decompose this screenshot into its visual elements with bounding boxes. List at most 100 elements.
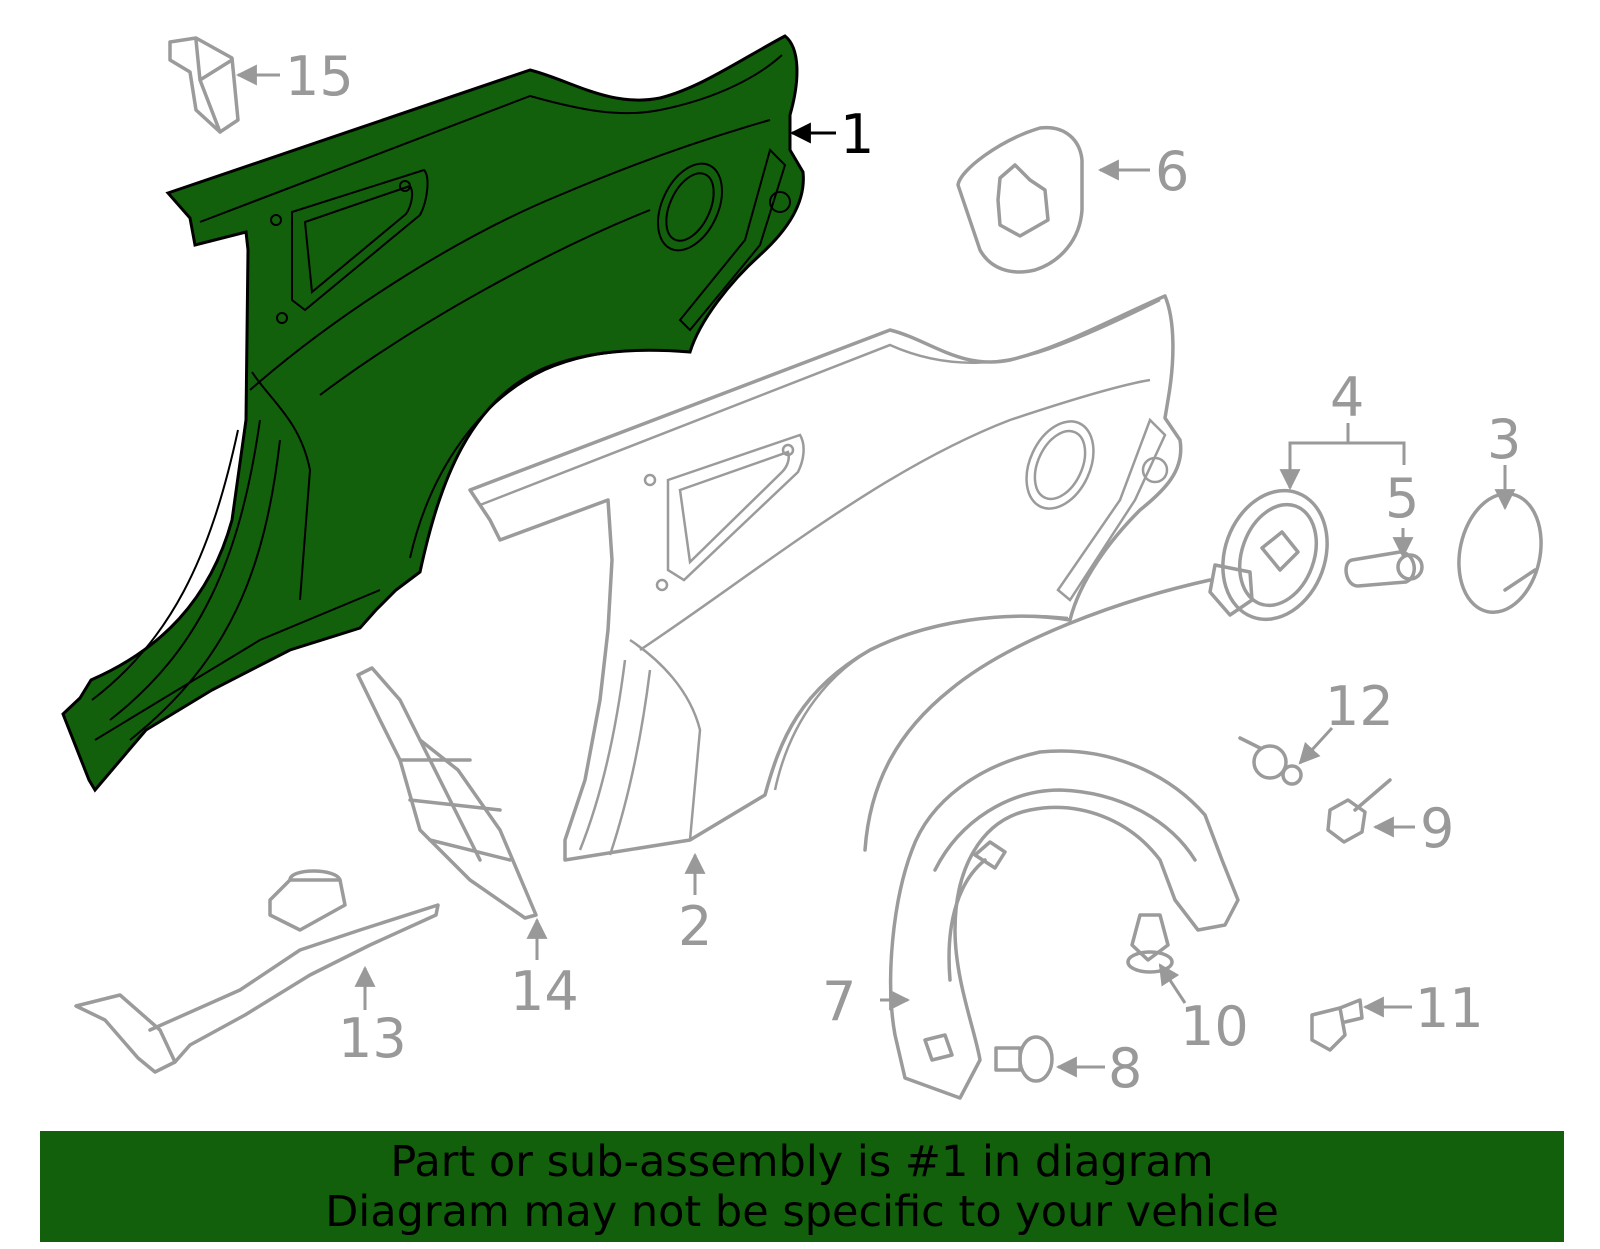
nut (1281, 764, 1303, 786)
tail-pocket (678, 148, 787, 332)
callout-14[interactable]: 14 (510, 960, 579, 1023)
fuel-door-opening (657, 162, 723, 252)
bracket-part-13[interactable] (74, 869, 440, 1074)
pillar-line (129, 439, 281, 741)
callout-3[interactable]: 3 (1487, 408, 1521, 471)
hinge-arm (1208, 563, 1254, 617)
fuel-door-part-3[interactable] (1448, 486, 1551, 620)
bracket-handle (268, 878, 347, 932)
fuel-door-ring (1221, 488, 1329, 622)
pillar-line (91, 429, 239, 701)
mount-hole (270, 214, 282, 226)
banner-line-disclaimer: Diagram may not be specific to your vehi… (325, 1187, 1279, 1237)
callout-4[interactable]: 4 (1330, 366, 1364, 429)
clip-shank (1338, 998, 1364, 1024)
leader-12 (1298, 726, 1334, 765)
leader-4-branch (1348, 441, 1406, 465)
panel-style-line (639, 378, 1151, 652)
bolt-part-8[interactable] (994, 1035, 1054, 1083)
liner-tab (973, 840, 1007, 870)
push-clip-part-10[interactable] (1126, 913, 1174, 974)
callout-6[interactable]: 6 (1155, 140, 1189, 203)
panel-style-line (319, 209, 651, 396)
wheel-arch-line (773, 614, 1069, 791)
callout-9[interactable]: 9 (1420, 797, 1454, 860)
pillar-line (109, 419, 261, 721)
callout-7[interactable]: 7 (822, 970, 856, 1033)
mount-hole (769, 191, 791, 213)
housing-outline (956, 125, 1084, 274)
bolt-shank (994, 1046, 1022, 1072)
liner-rib (933, 788, 1197, 872)
callout-15[interactable]: 15 (285, 45, 354, 108)
bolt-head (1326, 798, 1367, 844)
leader-4 (1279, 423, 1350, 491)
leader-lines (235, 64, 1516, 1078)
brace-part-14[interactable] (356, 666, 538, 920)
bracket-outline (168, 36, 240, 134)
bracket-outline (74, 993, 177, 1074)
quarter-panel-outline (61, 34, 805, 793)
pillar-line (251, 371, 312, 601)
bracket-part-15[interactable] (168, 36, 240, 134)
callout-10[interactable]: 10 (1180, 995, 1249, 1058)
callout-8[interactable]: 8 (1108, 1037, 1142, 1100)
bracket-fold (194, 38, 234, 134)
bolt-shank (1353, 778, 1392, 812)
fuel-door-latch (1260, 530, 1300, 572)
mount-hole (655, 578, 669, 592)
info-banner: Part or sub-assembly is #1 in diagram Di… (40, 1131, 1564, 1242)
clip-body (1310, 1006, 1347, 1052)
mount-hole (276, 312, 288, 324)
mount-hole (399, 180, 411, 192)
bracket-arm (148, 903, 440, 1064)
outer-quarter-panel-part-2[interactable] (468, 294, 1183, 862)
pillar-line (608, 669, 652, 856)
fuel-door-edge (1503, 568, 1537, 592)
outer-panel-outline (468, 294, 1183, 862)
callout-12[interactable]: 12 (1325, 675, 1394, 738)
liner-outline (888, 749, 1240, 1100)
release-cable (863, 578, 1212, 852)
fuel-door-inner (665, 172, 715, 242)
banner-line-part-number: Part or sub-assembly is #1 in diagram (390, 1137, 1214, 1187)
callout-5[interactable]: 5 (1385, 467, 1419, 530)
callout-11[interactable]: 11 (1415, 977, 1484, 1040)
clip-part-11[interactable] (1310, 998, 1364, 1052)
pillar-line (629, 638, 702, 841)
wheelhouse-liner-part-7[interactable] (888, 749, 1240, 1100)
fuel-door-housing-part-6[interactable] (956, 125, 1084, 274)
mount-hole (781, 443, 795, 457)
leader-10 (1158, 963, 1187, 1004)
liner-tab (923, 1033, 954, 1062)
bolt-part-12[interactable] (1238, 736, 1303, 786)
rocker-line (94, 589, 381, 741)
fuel-door-opening (1025, 420, 1095, 510)
liner-rib (947, 858, 987, 982)
actuator-part-5[interactable] (1344, 550, 1424, 588)
bolt-head (1252, 744, 1288, 780)
bolt-shank (1238, 736, 1262, 750)
panel-style-line (199, 54, 783, 223)
fuel-door-cover (1457, 491, 1543, 615)
pillar-line (578, 659, 627, 851)
tail-pocket (1056, 417, 1167, 602)
clip-washer (1126, 950, 1174, 974)
bolt-part-9[interactable] (1326, 778, 1392, 844)
quarter-glass-inner (678, 450, 790, 565)
mount-hole (643, 473, 657, 487)
wheel-arch-line (409, 349, 687, 559)
callout-1[interactable]: 1 (840, 103, 874, 166)
callout-13[interactable]: 13 (338, 1007, 407, 1070)
panel-style-line (479, 298, 1161, 507)
callout-2[interactable]: 2 (678, 895, 712, 958)
quarter-glass-opening (291, 168, 429, 312)
brace-rib (398, 738, 512, 862)
housing-inner-opening (996, 163, 1050, 238)
mount-hole (1141, 456, 1169, 484)
quarter-panel-part-1[interactable] (61, 34, 805, 793)
bracket-grip (288, 869, 342, 882)
fuel-door-assembly-part-4[interactable] (863, 476, 1345, 852)
panel-style-line (249, 119, 771, 391)
